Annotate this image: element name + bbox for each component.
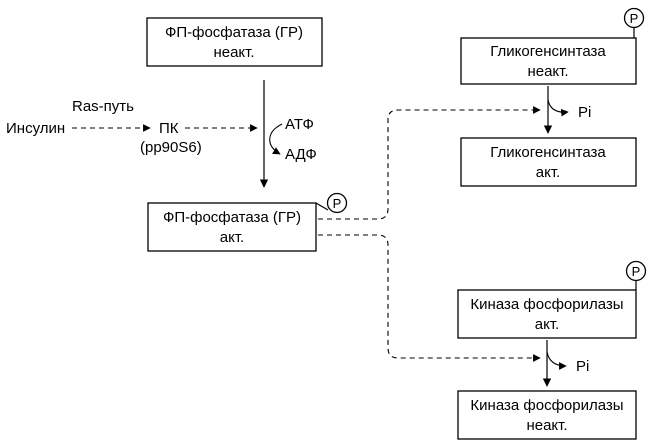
label-ras-pathway: Ras-путь (72, 98, 134, 115)
label-pp90s6: (pp90S6) (140, 139, 202, 156)
box-label-line1: Киназа фосфорилазы (470, 296, 623, 313)
box-phosphorylase-kinase-inactive: Киназа фосфорилазы неакт. (457, 390, 637, 440)
phospho-marker-pk-active: P (625, 260, 647, 290)
box-glycogen-synthase-active: Гликогенсинтаза акт. (460, 137, 637, 187)
label-adp: АДФ (285, 146, 317, 163)
arrow-phosphatase-to-phosphorylase-kinase (318, 234, 541, 362)
label-atp: АТФ (285, 116, 314, 133)
box-label-line2: неакт. (526, 417, 567, 434)
box-phosphorylase-kinase-active: Киназа фосфорилазы акт. (457, 289, 637, 339)
label-pi-top: Pi (578, 104, 591, 121)
arrow-phosphatase-to-glycogen-synthase (318, 106, 541, 220)
box-label-line1: Гликогенсинтаза (490, 43, 606, 60)
phospho-marker-gs-inactive: P (623, 7, 645, 38)
box-glycogen-synthase-inactive: Гликогенсинтаза неакт. (460, 37, 637, 85)
box-label-line1: Киназа фосфорилазы (470, 397, 623, 414)
phospho-marker-pp-active: P (315, 192, 348, 214)
label-insulin: Инсулин (6, 120, 65, 137)
box-label-line2: акт. (535, 316, 559, 333)
box-label-line1: Гликогенсинтаза (490, 144, 606, 161)
box-label-line1: ФП-фосфатаза (ГР) (163, 209, 301, 226)
phospho-label: P (333, 196, 342, 211)
phospho-label: P (632, 264, 641, 279)
box-phosphoprotein-phosphatase-inactive: ФП-фосфатаза (ГР) неакт. (146, 17, 323, 67)
box-label-line2: неакт. (527, 63, 568, 80)
label-pi-bottom: Pi (576, 358, 589, 375)
arrow-pi-release-top (547, 99, 569, 117)
arrow-atp-to-adp (269, 123, 283, 155)
box-label-line2: акт. (220, 229, 244, 246)
box-label-line2: неакт. (213, 44, 254, 61)
arrow-pi-release-bottom (546, 351, 567, 370)
box-phosphoprotein-phosphatase-active: ФП-фосфатаза (ГР) акт. (147, 202, 317, 252)
box-label-line2: акт. (536, 164, 560, 181)
label-protein-kinase: ПК (159, 120, 179, 137)
box-label-line1: ФП-фосфатаза (ГР) (165, 24, 303, 41)
phospho-label: P (630, 11, 639, 26)
